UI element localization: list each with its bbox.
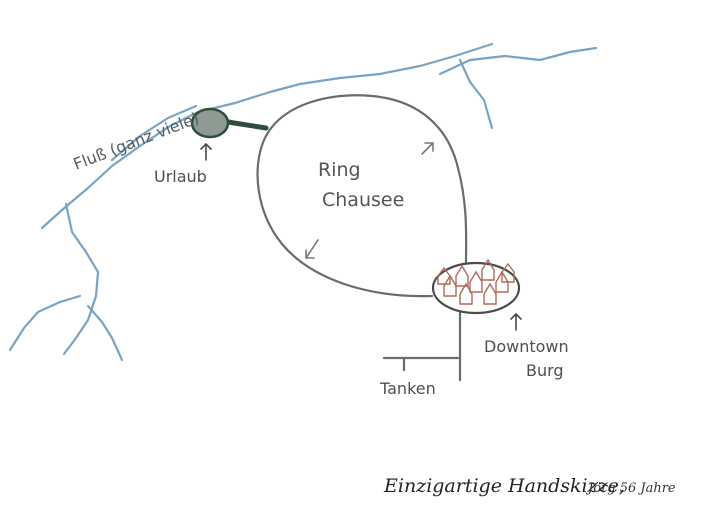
lake-connector-road [225, 119, 269, 131]
river-lower-left [8, 294, 82, 352]
gas-station-label: Tanken [379, 379, 436, 398]
river-right [438, 46, 598, 76]
house [443, 274, 457, 297]
houses-icon [431, 258, 521, 315]
vacation-label: Urlaub [154, 167, 207, 186]
river-main [40, 42, 494, 230]
ring-road-label-line1: Ring [318, 159, 361, 181]
river-main-upper [110, 104, 198, 162]
house [495, 270, 509, 293]
ring-road-label-line2: Chausee [322, 189, 404, 211]
river-label: Fluß (ganz viele) [71, 108, 202, 173]
lake-shape [190, 107, 230, 139]
arrow-up-icon [510, 312, 522, 331]
river-lower-fork [86, 304, 124, 362]
downtown-label-line2: Burg [526, 361, 564, 380]
river-right-drop [458, 58, 494, 130]
house [455, 264, 469, 287]
house [481, 258, 495, 281]
arrow-clockwise-icon [421, 142, 434, 155]
ring-road-direction-arrows [305, 142, 434, 259]
house [437, 266, 451, 285]
house [459, 282, 473, 305]
river-left-branch [62, 202, 100, 356]
roads [225, 94, 468, 382]
house [483, 282, 497, 305]
downtown-label-line1: Downtown [484, 337, 569, 356]
house-cluster [437, 258, 515, 305]
house [501, 262, 515, 283]
label-arrows [200, 142, 522, 331]
river-network [8, 42, 598, 362]
ring-road [256, 94, 468, 298]
arrow-counterclockwise-icon [305, 239, 319, 259]
downtown-outline [431, 261, 521, 315]
caption-author: Jörg 56 Jahre [585, 481, 676, 496]
caption-title: Einzigartige Handskizze, [383, 475, 625, 497]
lake-icon [190, 107, 230, 139]
arrow-up-icon [200, 142, 212, 161]
